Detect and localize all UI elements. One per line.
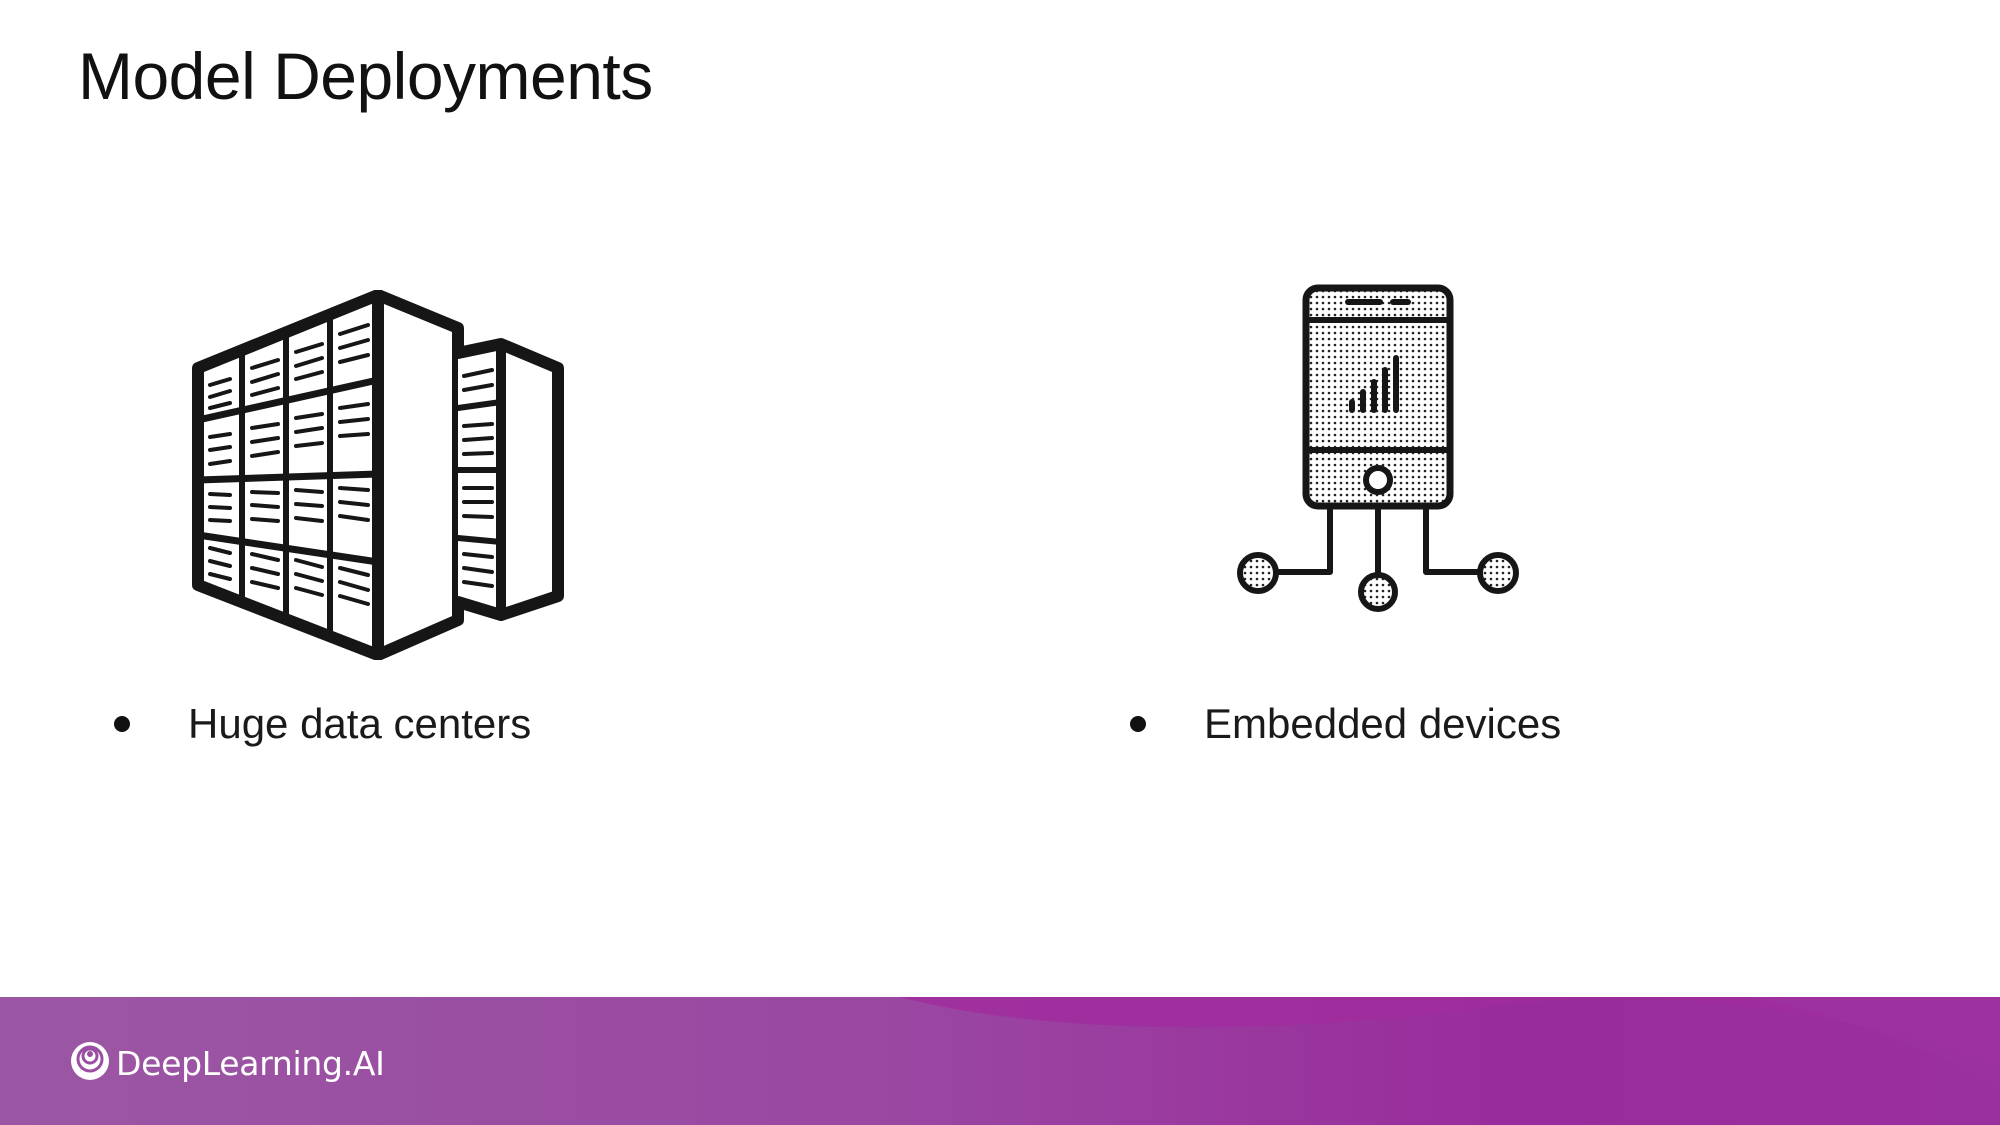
bullet-dot (114, 716, 130, 732)
brand-logo: DeepLearning.AI (70, 1041, 385, 1085)
bullet-dot (1130, 716, 1146, 732)
data-center-building-icon (190, 289, 570, 661)
embedded-device-icon (1230, 282, 1530, 622)
brand-name: DeepLearning.AI (116, 1043, 385, 1083)
slide-title: Model Deployments (78, 39, 653, 113)
bullet-label: Embedded devices (1204, 700, 1562, 747)
footer-wave-decoration (900, 997, 2000, 1087)
bullet-label: Huge data centers (188, 700, 532, 747)
deeplearning-logo-icon (70, 1041, 110, 1086)
bullet-item-data-centers: Huge data centers (114, 700, 531, 748)
bullet-item-embedded-devices: Embedded devices (1130, 700, 1561, 748)
footer-band (0, 997, 2000, 1125)
